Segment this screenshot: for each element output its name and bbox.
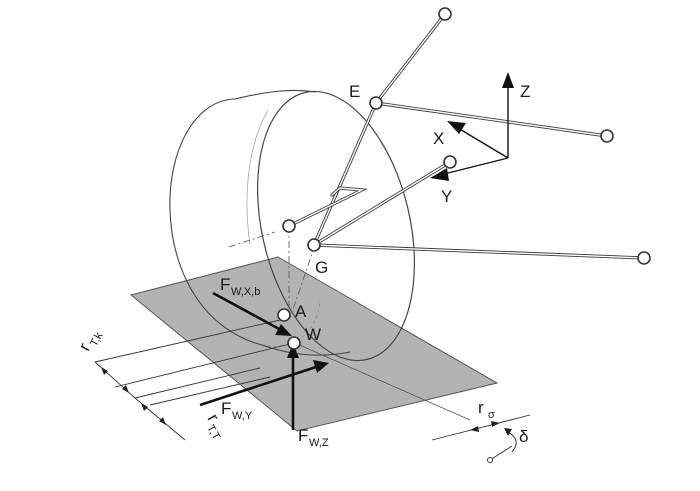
wheel-bottom-edge (261, 344, 351, 356)
label-force-x-sub: W,X,b (231, 286, 260, 298)
label-force-z-main: F (298, 426, 308, 445)
dim-arrow-c (141, 403, 148, 411)
label-r-t-k-sub: T,k (88, 330, 105, 348)
contact-line (294, 342, 471, 421)
dim-ext-2 (114, 342, 295, 388)
y-axis-arrow (430, 168, 449, 181)
wheel (169, 89, 416, 362)
force-y-arrow-line (199, 365, 317, 407)
force-y-arrow-head (313, 360, 329, 373)
dim-rs-line (431, 414, 531, 441)
dimension-lines-left (94, 317, 295, 441)
label-delta: δ (519, 427, 528, 446)
x-axis-line (457, 127, 509, 159)
wheel-center-line (228, 231, 276, 248)
joint-hub (282, 219, 296, 233)
dim-line-rtk (94, 361, 136, 399)
dimension-lines-right (431, 414, 531, 463)
dim-ext-3 (134, 367, 261, 399)
x-axis-arrow (447, 121, 466, 134)
dim-ext-1 (94, 317, 290, 363)
dim-arrow-b (122, 385, 129, 393)
joints (277, 7, 651, 350)
delta-arc (507, 431, 517, 453)
delta-leader (489, 445, 513, 461)
wheel-outer-face (256, 90, 416, 362)
label-force-z-sub: W,Z (309, 437, 329, 449)
wheel-inner-face (169, 98, 263, 346)
force-x-arrow-line (212, 291, 282, 332)
lower-link-long-core (313, 244, 645, 259)
force-arrows (199, 291, 329, 430)
suspension-links (287, 12, 646, 260)
label-r-t-t-sub: T,T (204, 423, 222, 442)
lower-link-diag-core (313, 161, 451, 246)
wheel-hidden-rim (246, 109, 269, 246)
dim-arrow-d (159, 417, 166, 425)
label-force-x: F W,X,b (220, 275, 260, 298)
steering-axis-line (289, 244, 316, 319)
wheel-inner-face-hidden (261, 299, 321, 347)
joint-W (287, 336, 301, 350)
joint-rear-upper (600, 129, 614, 143)
label-W: W (305, 325, 321, 344)
label-r-t-k: r T,k (75, 330, 106, 354)
label-force-z: F W,Z (298, 426, 329, 449)
upper-link-rear-core (375, 102, 608, 137)
delta-arrow-head (504, 428, 512, 436)
delta-pivot (487, 457, 493, 463)
label-z-axis: Z (520, 82, 530, 101)
joint-E (369, 96, 383, 110)
label-r-sigma-sub: σ (488, 409, 495, 421)
force-x-arrow-head (275, 324, 292, 336)
coordinate-system (430, 72, 514, 181)
wheel-top-edge (234, 89, 316, 100)
joint-mid (443, 155, 457, 169)
joint-A (277, 308, 291, 322)
force-z-arrow-head (287, 343, 299, 358)
ground-plane (129, 256, 499, 432)
label-x-axis: X (433, 129, 444, 148)
label-G: G (315, 258, 328, 277)
joint-rear-lower (637, 251, 651, 265)
label-force-y-main: F (221, 399, 231, 418)
label-force-y-sub: W,Y (232, 410, 253, 422)
dim-rs-arrow-a (470, 426, 479, 432)
label-A: A (295, 302, 307, 321)
joint-G (307, 238, 321, 252)
label-E: E (349, 82, 360, 101)
label-y-axis: Y (441, 187, 452, 206)
label-force-x-main: F (220, 275, 230, 294)
dim-rs-arrow-b (491, 421, 500, 427)
upper-link-top-core (375, 13, 446, 104)
z-axis-arrow (502, 72, 514, 88)
y-axis-line (439, 157, 509, 176)
strut-EG-core (313, 102, 377, 246)
label-r-sigma: r σ (478, 398, 495, 421)
label-r-sigma-main: r (478, 398, 484, 417)
dim-ext-4 (149, 376, 271, 406)
tie-rod-arm-core (288, 187, 365, 227)
dim-arrow-a (101, 367, 108, 375)
label-force-y: F W,Y (221, 399, 253, 422)
joint-top (438, 7, 452, 21)
